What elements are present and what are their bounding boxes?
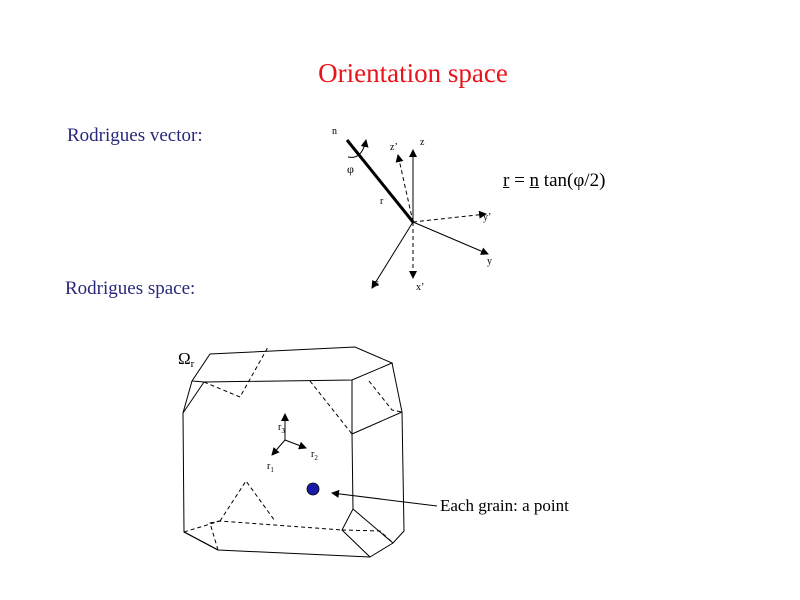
z-prime-axis xyxy=(395,154,414,223)
formula-equals: = xyxy=(509,170,530,191)
grain-point xyxy=(306,482,320,496)
formula-tan: tan(φ/2) xyxy=(539,170,606,191)
fundamental-zone xyxy=(182,346,405,558)
label-y-prime: y’ xyxy=(483,212,491,223)
zone-hidden-edge-2 xyxy=(183,520,343,533)
zone-hidden-edges xyxy=(209,520,221,551)
zone-right-lower-truncation xyxy=(352,508,394,544)
page-title: Orientation space xyxy=(318,58,508,88)
r2-axis xyxy=(284,439,307,450)
zone-hidden-edge-7 xyxy=(341,529,394,544)
rodrigues-formula: r = n tan(φ/2) xyxy=(503,170,605,192)
label-x: x xyxy=(374,278,379,289)
zone-front-face xyxy=(182,381,205,414)
formula-n: n xyxy=(529,170,540,191)
label-z: z xyxy=(420,137,425,148)
rodrigues-space-heading: Rodrigues space: xyxy=(65,278,196,299)
grain-pointer-arrow xyxy=(331,489,438,507)
r2-label: r2 xyxy=(311,449,318,462)
zone-hidden-edge-3 xyxy=(219,480,276,522)
zone-hidden-edge-6 xyxy=(368,380,403,413)
zone-right-truncation xyxy=(351,411,403,435)
r3-label: r3 xyxy=(278,422,285,435)
label-r: r xyxy=(380,196,384,207)
zone-labels: Ωr r3 r2 r1 xyxy=(178,349,318,474)
zone-axes xyxy=(271,413,307,456)
n-axis xyxy=(345,139,415,223)
r1-axis xyxy=(271,439,286,456)
zone-hidden-edge-4 xyxy=(203,346,269,398)
zone-hidden-edge-5 xyxy=(309,380,353,435)
formula-r: r xyxy=(503,170,510,191)
y-axis xyxy=(412,221,489,255)
rodrigues-vector-heading: Rodrigues vector: xyxy=(67,125,203,146)
rotation-axes xyxy=(345,139,489,289)
axis-labels: n φ z’ z r y’ y x x’ xyxy=(332,126,492,293)
zone-bottom-front xyxy=(183,531,219,551)
label-n: n xyxy=(332,126,337,137)
y-prime-axis xyxy=(412,210,487,223)
label-phi: φ xyxy=(347,162,354,176)
phi-rotation-arrow xyxy=(347,139,369,158)
grain-label: Each grain: a point xyxy=(440,496,569,515)
label-z-prime: z’ xyxy=(390,142,398,153)
r1-label: r1 xyxy=(267,461,274,474)
x-axis xyxy=(371,221,414,289)
omega-label: Ωr xyxy=(178,349,195,370)
zone-outline xyxy=(182,362,405,558)
zone-top-face xyxy=(191,346,394,383)
label-y: y xyxy=(487,256,492,267)
label-x-prime: x’ xyxy=(416,282,424,293)
